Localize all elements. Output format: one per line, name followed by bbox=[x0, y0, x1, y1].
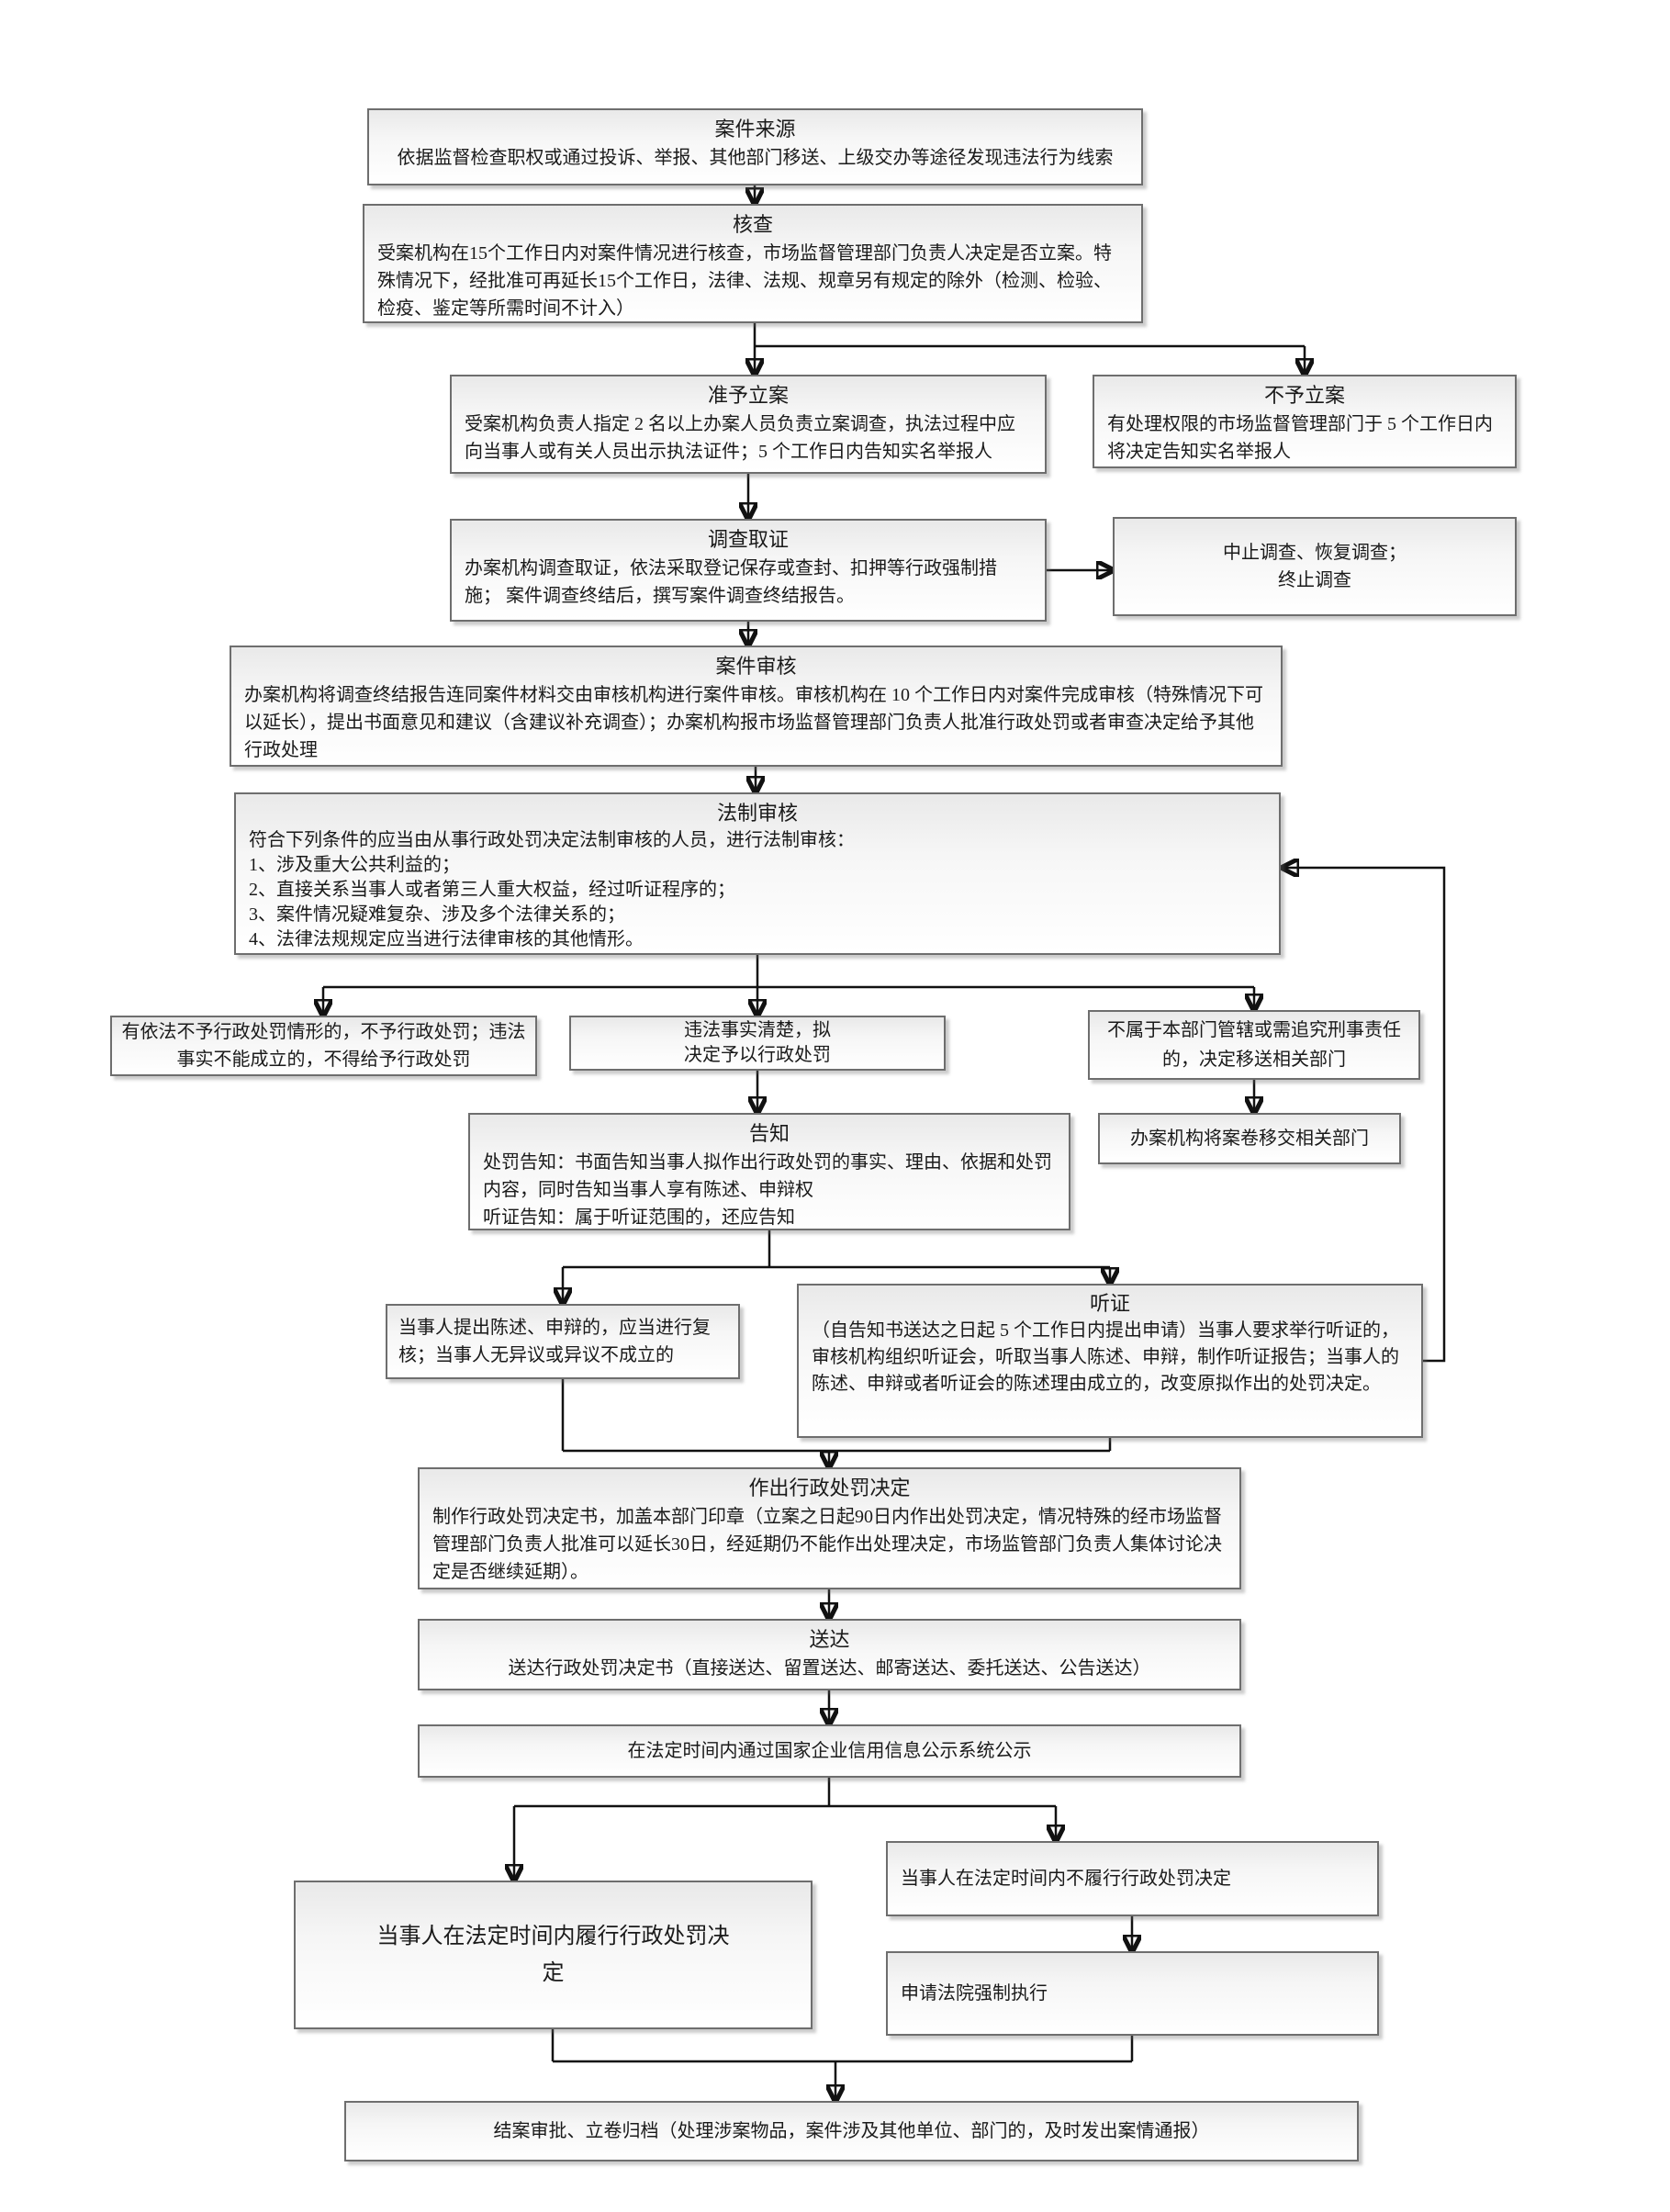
node-case-closing-body: 结案审批、立卷归档（处理涉案物品，案件涉及其他单位、部门的，及时发出案情通报） bbox=[493, 2121, 1210, 2141]
node-delivery-body: 送达行政处罚决定书（直接送达、留置送达、邮寄送达、委托送达、公告送达） bbox=[508, 1658, 1151, 1679]
node-penalty-decision: 作出行政处罚决定 制作行政处罚决定书，加盖本部门印章（立案之日起90日内作出处罚… bbox=[418, 1467, 1241, 1589]
node-publicity: 在法定时间内通过国家企业信用信息公示系统公示 bbox=[418, 1724, 1241, 1778]
node-case-filed: 准予立案 受案机构负责人指定 2 名以上办案人员负责立案调查，执法过程中应向当事… bbox=[450, 375, 1047, 474]
node-case-source-body: 依据监督检查职权或通过投诉、举报、其他部门移送、上级交办等途径发现违法行为线索 bbox=[397, 148, 1114, 168]
node-legal-review-intro: 符合下列条件的应当由从事行政处罚决定法制审核的人员，进行法制审核： bbox=[249, 830, 855, 850]
node-hearing-body: （自告知书送达之日起 5 个工作日内提出申请）当事人要求举行听证的，审核机构组织… bbox=[812, 1320, 1399, 1394]
node-legal-review-title: 法制审核 bbox=[716, 802, 798, 825]
node-enforcement: 申请法院强制执行 bbox=[886, 1951, 1379, 2036]
node-publicity-body: 在法定时间内通过国家企业信用信息公示系统公示 bbox=[627, 1741, 1032, 1761]
node-notification: 告知 处罚告知：书面告知当事人拟作出行政处罚的事实、理由、依据和处罚内容，同时告… bbox=[468, 1113, 1070, 1230]
node-transfer-file: 办案机构将案卷移交相关部门 bbox=[1098, 1113, 1401, 1164]
node-transfer-jurisdiction: 不属于本部门管辖或需追究刑事责任的，决定移送相关部门 bbox=[1088, 1010, 1420, 1080]
node-notification-line2: 听证告知：属于听证范围的，还应告知 bbox=[483, 1207, 795, 1228]
node-legal-review-item4: 4、法律法规规定应当进行法律审核的其他情形。 bbox=[249, 929, 644, 949]
node-penalty-proposed: 违法事实清楚，拟 决定予以行政处罚 bbox=[569, 1016, 946, 1071]
node-case-source-title: 案件来源 bbox=[714, 118, 796, 140]
node-suspend-line2: 终止调查 bbox=[1278, 570, 1351, 590]
node-statement-review-body: 当事人提出陈述、申辩的，应当进行复核；当事人无异议或异议不成立的 bbox=[398, 1318, 711, 1365]
node-comply-body: 当事人在法定时间内履行行政处罚决定 bbox=[376, 1925, 730, 1985]
node-penalty-decision-title: 作出行政处罚决定 bbox=[748, 1477, 911, 1499]
node-case-not-filed-title: 不予立案 bbox=[1263, 384, 1345, 407]
node-verification-title: 核查 bbox=[732, 213, 773, 236]
node-verification: 核查 受案机构在15个工作日内对案件情况进行核查，市场监督管理部门负责人决定是否… bbox=[363, 204, 1143, 323]
node-case-not-filed-body: 有处理权限的市场监督管理部门于 5 个工作日内将决定告知实名举报人 bbox=[1107, 414, 1493, 462]
node-suspend-investigation: 中止调查、恢复调查； 终止调查 bbox=[1113, 517, 1517, 616]
node-transfer-file-body: 办案机构将案卷移交相关部门 bbox=[1130, 1128, 1369, 1149]
node-enforcement-body: 申请法院强制执行 bbox=[901, 1983, 1048, 2004]
node-not-comply: 当事人在法定时间内不履行行政处罚决定 bbox=[886, 1841, 1379, 1916]
node-legal-review-item2: 2、直接关系当事人或者第三人重大权益，经过听证程序的； bbox=[249, 880, 735, 900]
node-notification-line1: 处罚告知：书面告知当事人拟作出行政处罚的事实、理由、依据和处罚内容，同时告知当事… bbox=[483, 1152, 1052, 1200]
node-case-filed-title: 准予立案 bbox=[707, 384, 789, 407]
node-case-not-filed: 不予立案 有处理权限的市场监督管理部门于 5 个工作日内将决定告知实名举报人 bbox=[1093, 375, 1517, 468]
node-penalty-proposed-line1: 违法事实清楚，拟 bbox=[684, 1020, 831, 1040]
node-legal-review: 法制审核 符合下列条件的应当由从事行政处罚决定法制审核的人员，进行法制审核： 1… bbox=[234, 792, 1281, 955]
node-notification-title: 告知 bbox=[748, 1122, 790, 1145]
node-suspend-line1: 中止调查、恢复调查； bbox=[1223, 543, 1407, 563]
node-hearing: 听证 （自告知书送达之日起 5 个工作日内提出申请）当事人要求举行听证的，审核机… bbox=[797, 1284, 1423, 1438]
node-evidence-collection-body: 办案机构调查取证，依法采取登记保存或查封、扣押等行政强制措施； 案件调查终结后，… bbox=[465, 558, 997, 606]
node-case-review-body: 办案机构将调查终结报告连同案件材料交由审核机构进行案件审核。审核机构在 10 个… bbox=[244, 685, 1263, 760]
node-case-closing: 结案审批、立卷归档（处理涉案物品，案件涉及其他单位、部门的，及时发出案情通报） bbox=[344, 2101, 1359, 2161]
node-case-review-title: 案件审核 bbox=[715, 655, 797, 678]
node-statement-review: 当事人提出陈述、申辩的，应当进行复核；当事人无异议或异议不成立的 bbox=[386, 1304, 740, 1379]
node-transfer-jurisdiction-body: 不属于本部门管辖或需追究刑事责任的，决定移送相关部门 bbox=[1107, 1020, 1401, 1070]
node-legal-review-item3: 3、案件情况疑难复杂、涉及多个法律关系的； bbox=[249, 904, 625, 925]
node-delivery-title: 送达 bbox=[809, 1628, 850, 1651]
node-evidence-collection: 调查取证 办案机构调查取证，依法采取登记保存或查封、扣押等行政强制措施； 案件调… bbox=[450, 519, 1047, 622]
node-case-source: 案件来源 依据监督检查职权或通过投诉、举报、其他部门移送、上级交办等途径发现违法… bbox=[367, 108, 1143, 185]
node-verification-body: 受案机构在15个工作日内对案件情况进行核查，市场监督管理部门负责人决定是否立案。… bbox=[377, 243, 1112, 319]
node-not-comply-body: 当事人在法定时间内不履行行政处罚决定 bbox=[901, 1869, 1231, 1889]
node-case-filed-body: 受案机构负责人指定 2 名以上办案人员负责立案调查，执法过程中应向当事人或有关人… bbox=[465, 414, 1015, 462]
node-hearing-title: 听证 bbox=[1089, 1292, 1130, 1315]
node-evidence-collection-title: 调查取证 bbox=[707, 528, 789, 551]
node-case-review: 案件审核 办案机构将调查终结报告连同案件材料交由审核机构进行案件审核。审核机构在… bbox=[230, 646, 1283, 767]
node-penalty-proposed-line2: 决定予以行政处罚 bbox=[684, 1045, 831, 1065]
node-no-penalty: 有依法不予行政处罚情形的，不予行政处罚；违法事实不能成立的，不得给予行政处罚 bbox=[110, 1016, 537, 1076]
node-penalty-decision-body: 制作行政处罚决定书，加盖本部门印章（立案之日起90日内作出处罚决定，情况特殊的经… bbox=[432, 1507, 1222, 1582]
node-delivery: 送达 送达行政处罚决定书（直接送达、留置送达、邮寄送达、委托送达、公告送达） bbox=[418, 1619, 1241, 1690]
node-legal-review-item1: 1、涉及重大公共利益的； bbox=[249, 855, 460, 875]
node-comply: 当事人在法定时间内履行行政处罚决定 bbox=[294, 1881, 813, 2029]
node-no-penalty-body: 有依法不予行政处罚情形的，不予行政处罚；违法事实不能成立的，不得给予行政处罚 bbox=[121, 1022, 526, 1070]
